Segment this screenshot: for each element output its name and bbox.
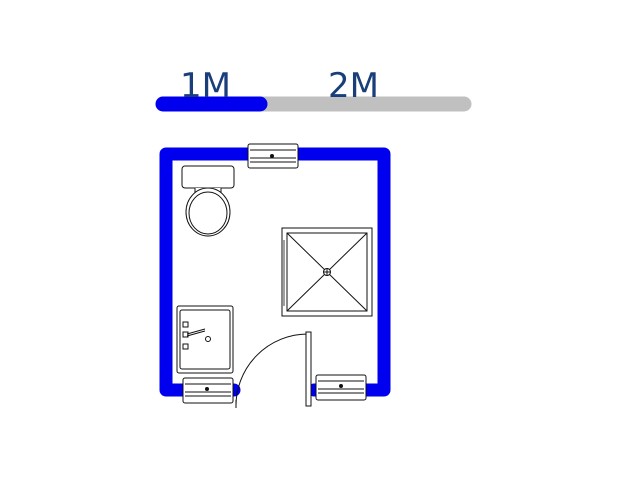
toilet-tank	[181, 165, 235, 189]
scale-label-2m: 2M	[328, 66, 379, 106]
sink-faucet	[186, 328, 206, 335]
sink-basin	[179, 309, 231, 370]
toilet-icon	[181, 165, 235, 237]
shower-icon	[281, 227, 373, 317]
door-swing-icon	[235, 331, 312, 409]
sink-icon	[176, 305, 234, 374]
scale-label-1m: 1M	[180, 66, 231, 106]
wall-top-right	[289, 147, 391, 397]
scale-bar: 1M 2M	[155, 66, 472, 112]
wall-left-top	[159, 147, 259, 397]
toilet-bowl-inner	[188, 191, 228, 235]
window-icon	[182, 377, 234, 404]
window-icon	[247, 143, 299, 169]
window-icon	[315, 374, 367, 401]
sink-drain	[205, 336, 211, 342]
door-swing-arc	[235, 333, 309, 409]
door-leaf	[305, 331, 312, 407]
